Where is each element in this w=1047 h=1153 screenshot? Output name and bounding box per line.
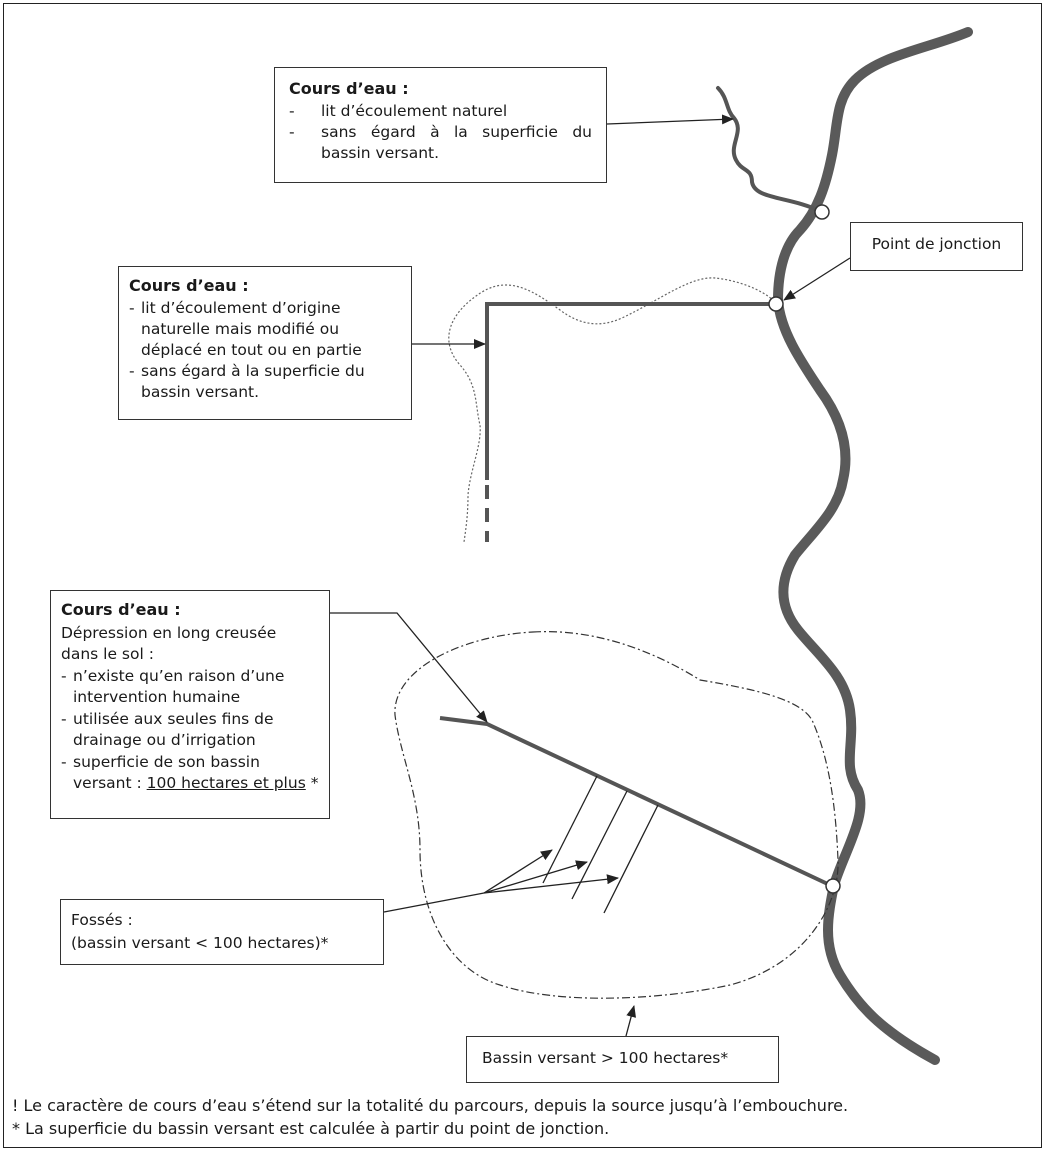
label-text: Bassin versant > 100 hectares* [482, 1049, 729, 1067]
box-modified-watercourse: Cours d’eau : -lit d’écoulement d’origin… [118, 266, 412, 420]
arrow-bottom-box [330, 612, 488, 723]
label-ditches: Fossés : (bassin versant < 100 hectares)… [60, 899, 384, 965]
list-item: -superficie de son bassin versant : 100 … [61, 752, 319, 793]
arrow-watershed [625, 1005, 636, 1037]
ditch-line [542, 775, 598, 884]
ditch-line [571, 790, 628, 900]
underlined-threshold: 100 hectares et plus [146, 774, 306, 792]
excavated-channel [439, 716, 833, 888]
junction-point [825, 878, 841, 894]
label-junction-point: Point de jonction [850, 222, 1023, 271]
list-item: -lit d’écoulement d’origine naturelle ma… [129, 299, 362, 359]
arrow-junction [783, 257, 851, 301]
box-intro: Dépression en long creusée dans le sol : [61, 623, 277, 664]
arrow-ditches-2 [483, 860, 588, 894]
label-watershed: Bassin versant > 100 hectares* [466, 1036, 779, 1083]
box-title: Cours d’eau : [129, 276, 249, 295]
arrow-ditches-a [383, 892, 485, 913]
box-excavated-watercourse: Cours d’eau : Dépression en long creusée… [50, 590, 330, 819]
list-item: -utilisée aux seules fins de drainage ou… [61, 709, 274, 750]
ditch-line [603, 804, 659, 914]
main-river [773, 27, 973, 1065]
label-text: (bassin versant < 100 hectares)* [71, 934, 329, 952]
list-item: -sans égard à la superficie du bassin ve… [129, 362, 365, 401]
list-item: -lit d’écoulement naturel [289, 102, 508, 120]
watershed-boundary [394, 631, 839, 999]
arrow-ditches-3 [483, 874, 619, 894]
list-item: -n’existe qu’en raison d’une interventio… [61, 666, 285, 707]
label-text: Fossés : [71, 911, 133, 929]
box-title: Cours d’eau : [61, 600, 181, 619]
footnote-junction: * La superficie du bassin versant est ca… [12, 1119, 610, 1138]
box-natural-watercourse: Cours d’eau : -lit d’écoulement naturel … [274, 67, 607, 183]
arrow-ditches-1 [483, 849, 553, 894]
footnote-extent: ! Le caractère de cours d’eau s’étend su… [12, 1096, 849, 1115]
box-title: Cours d’eau : [289, 79, 409, 98]
arrow-top-box [606, 114, 734, 125]
list-item: -sans égard à la superficie du bassin ve… [289, 123, 592, 162]
original-course-dotted [448, 277, 775, 543]
natural-tributary [716, 86, 824, 214]
junction-point [768, 296, 784, 312]
junction-point [814, 204, 830, 220]
label-text: Point de jonction [871, 235, 1002, 253]
diagram-frame [3, 3, 1042, 1148]
modified-channel [485, 302, 776, 480]
